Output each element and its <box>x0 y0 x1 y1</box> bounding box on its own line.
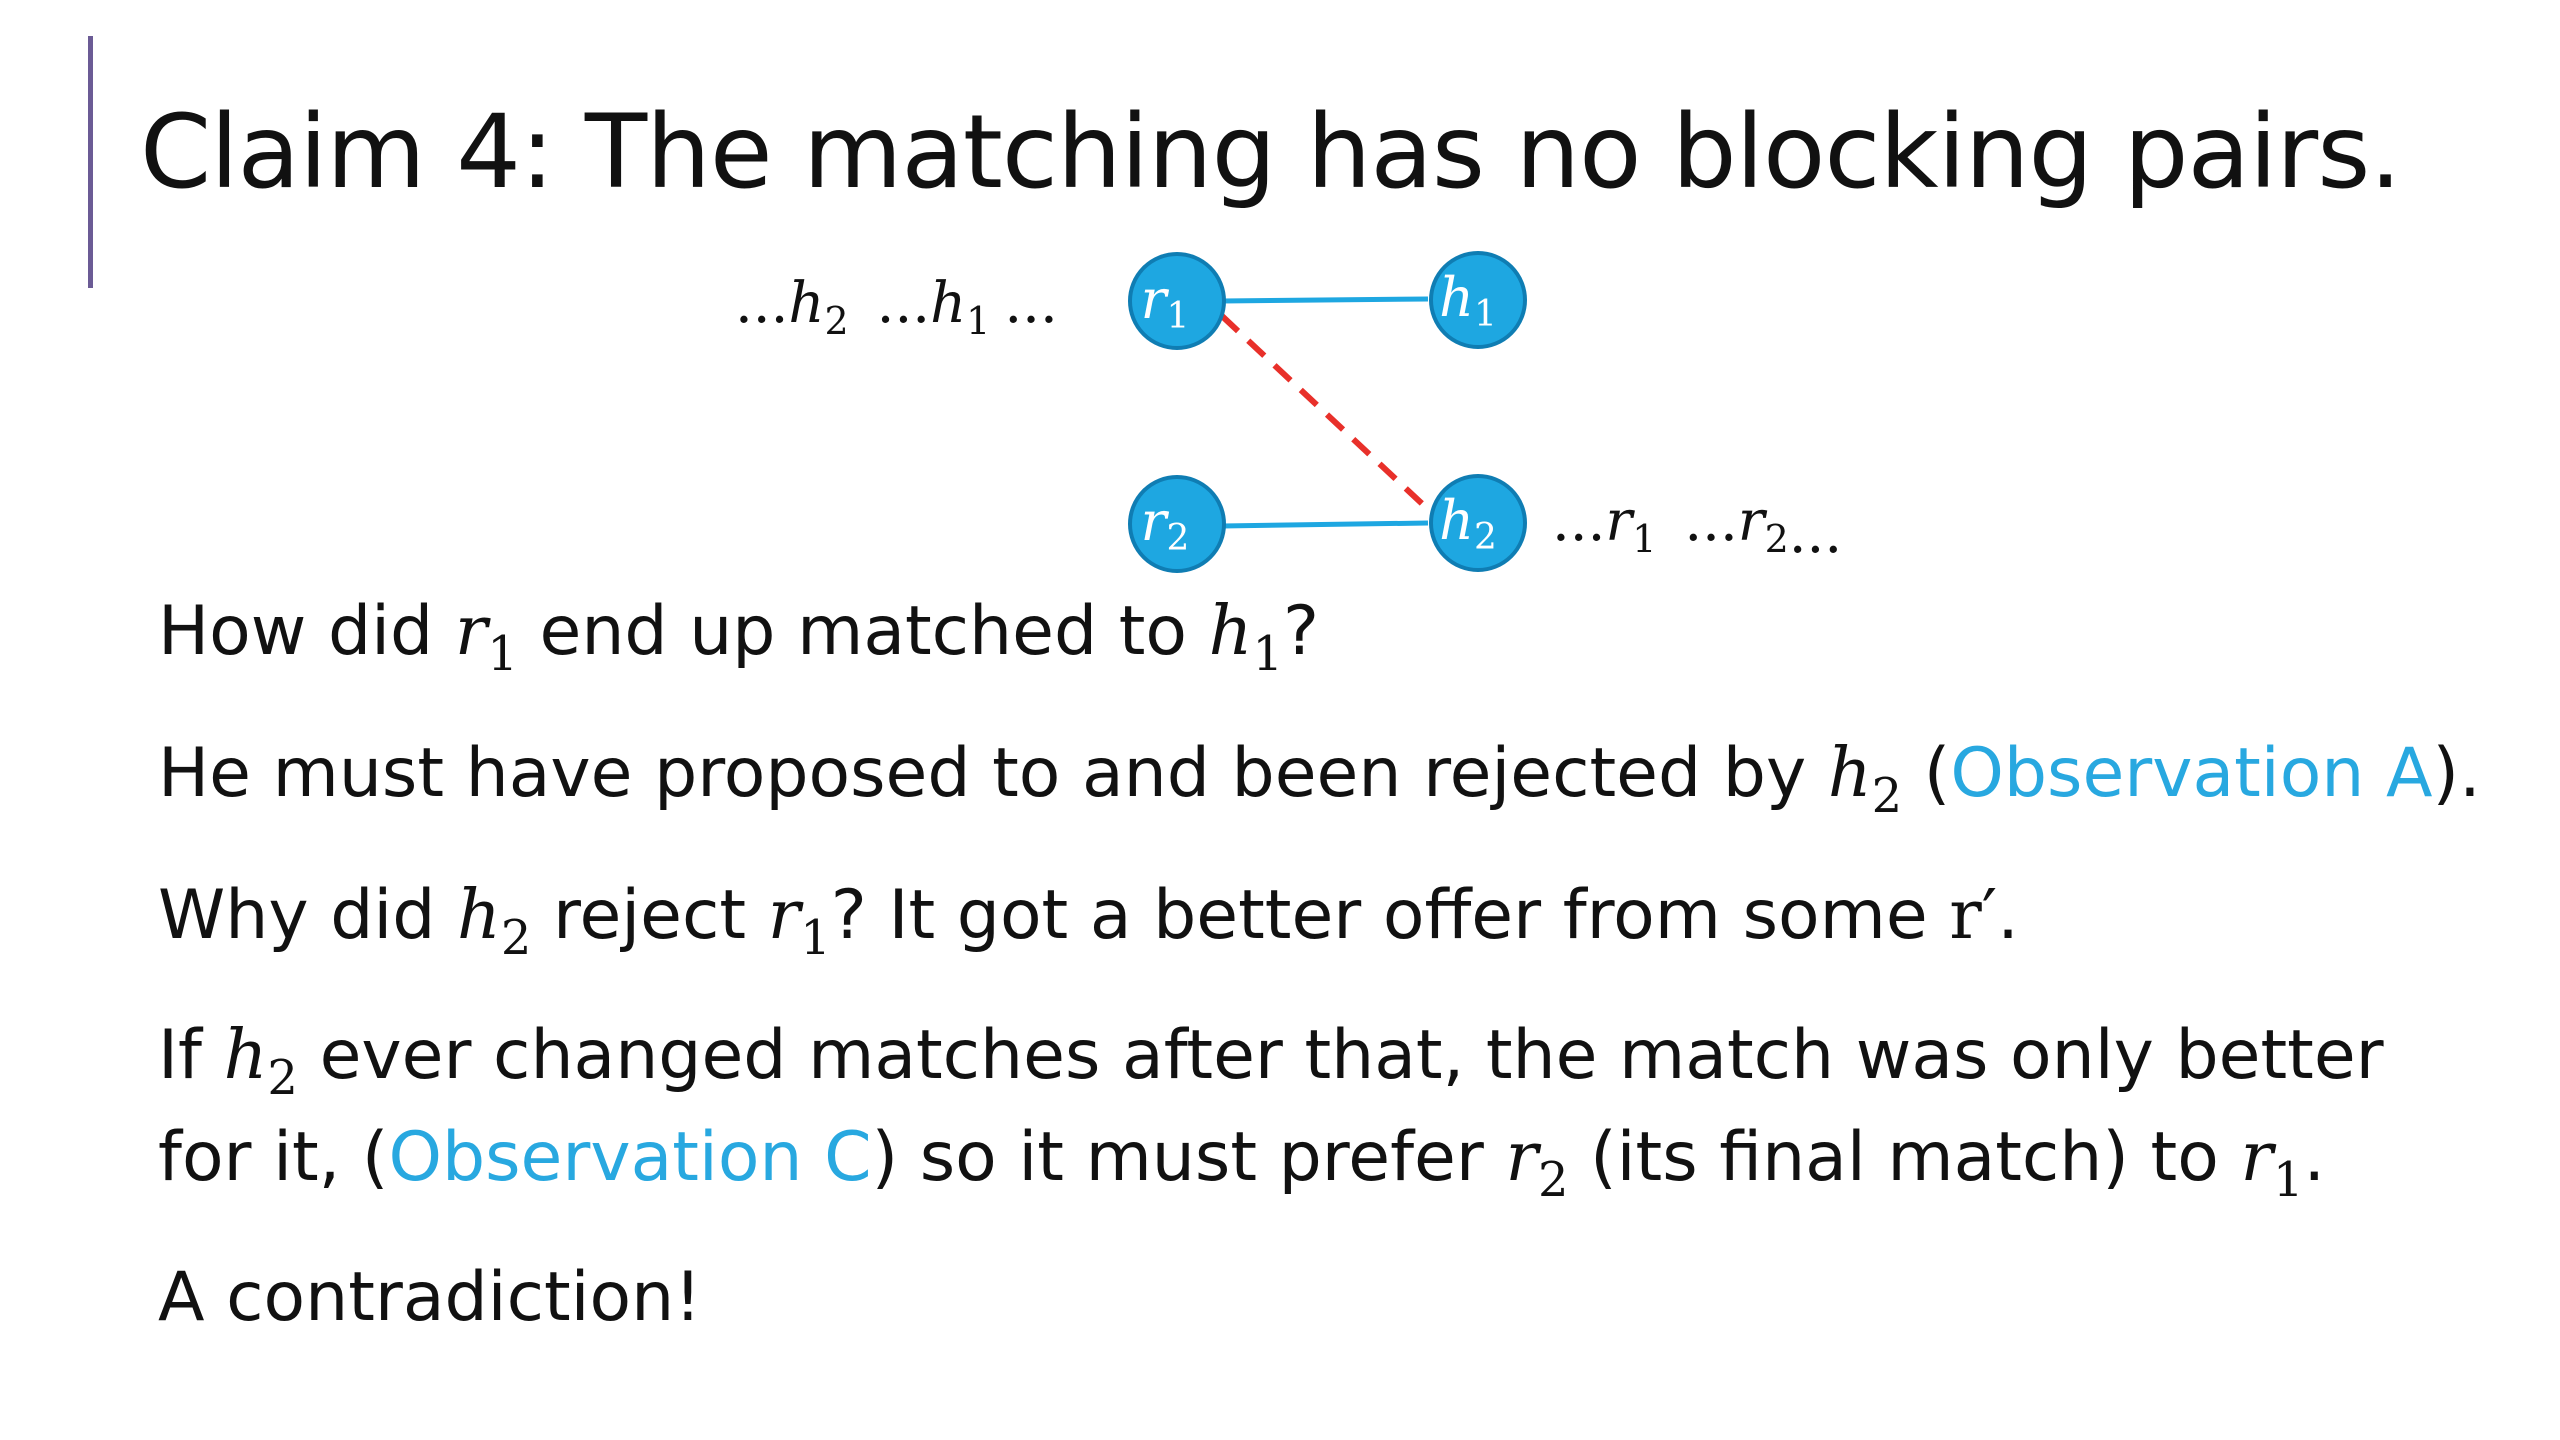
slide-title: Claim 4: The matching has no blocking pa… <box>140 93 2402 212</box>
paragraph-rejected: He must have proposed to and been reject… <box>158 734 2481 824</box>
svg-text:r2: r2 <box>1141 490 1190 559</box>
node-h1: h1 <box>1429 251 1527 349</box>
accent-bar <box>88 36 93 288</box>
observation-c-link[interactable]: Observation C <box>388 1118 872 1197</box>
node-r2: r2 <box>1128 475 1226 573</box>
h2-preference-list: ...r1...r2... <box>1552 489 1842 566</box>
node-r1: r1 <box>1128 252 1226 350</box>
edge-r1-h1 <box>1221 296 1429 304</box>
paragraph-contradiction: A contradiction! <box>158 1258 702 1337</box>
svg-text:r1: r1 <box>1141 268 1190 337</box>
node-h2: h2 <box>1429 474 1527 572</box>
svg-text:h2: h2 <box>1439 489 1497 558</box>
edge-r2-h2 <box>1221 520 1429 529</box>
svg-text:h1: h1 <box>1439 266 1497 335</box>
paragraph-question: How did r1 end up matched to h1? <box>158 592 1320 682</box>
observation-a-link[interactable]: Observation A <box>1950 734 2433 813</box>
paragraph-if-changed: If h2 ever changed matches after that, t… <box>158 1016 2384 1208</box>
blocking-edge-r1-h2 <box>1219 313 1436 517</box>
slide-body: How did r1 end up matched to h1? He must… <box>158 590 2481 1376</box>
r1-preference-list: ...h2...h1... <box>735 271 1058 343</box>
paragraph-why: Why did h2 reject r1? It got a better of… <box>158 876 2019 966</box>
